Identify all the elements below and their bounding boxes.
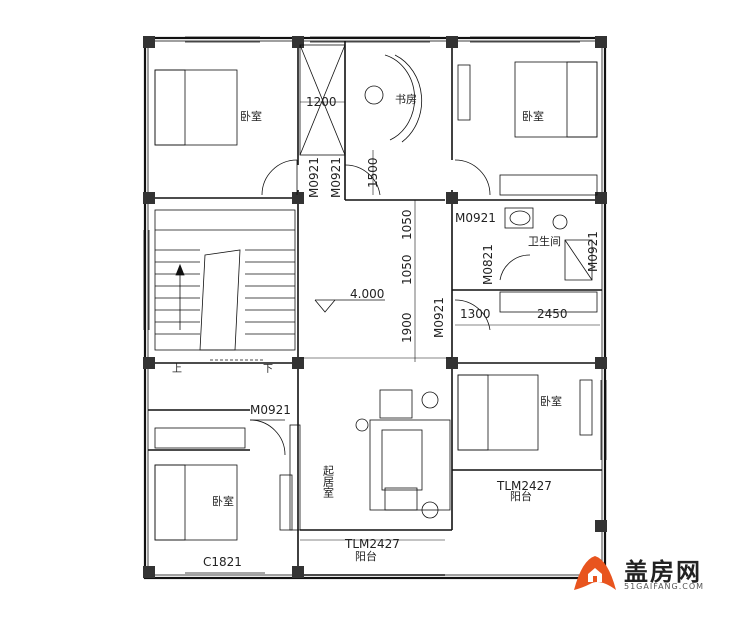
- window-code-c1821: C1821: [203, 555, 242, 569]
- dimension-1050-b: 1050: [400, 254, 414, 285]
- house-logo-icon: [574, 556, 616, 590]
- sofa-set: [289, 389, 451, 531]
- door-code-m0821: M0821: [481, 244, 495, 285]
- stair-label-down: 下: [263, 364, 273, 375]
- elevation-marker: [314, 299, 385, 313]
- room-label-balcony-s: 阳台: [355, 549, 377, 563]
- dimension-2450: 2450: [537, 307, 568, 321]
- dimension-1200: 1200: [306, 95, 337, 109]
- elevation-label: 4.000: [350, 287, 384, 301]
- windows: [143, 36, 607, 579]
- door-code-tlm2427-e: TLM2427: [496, 479, 552, 493]
- room-label-bathroom: 卫生间: [528, 234, 561, 248]
- door-code-m0921-d: M0921: [432, 297, 446, 338]
- door-code-tlm2427-s: TLM2427: [344, 537, 400, 551]
- door-code-m0921-f: M0921: [586, 231, 600, 272]
- door-code-m0921-e: M0921: [250, 403, 291, 417]
- staircase: [154, 209, 296, 361]
- beds: [154, 61, 598, 541]
- columns: [143, 36, 607, 578]
- room-label-living: 起居室: [322, 465, 335, 498]
- interior-walls: [148, 41, 602, 576]
- site-logo: 盖房网 51GAIFANG.COM: [562, 546, 722, 598]
- stair-label-up: 上: [172, 363, 182, 375]
- door-code-m0921-b: M0921: [329, 157, 343, 198]
- dimension-1500: 1500: [366, 157, 380, 188]
- door-code-m0921-c: M0921: [455, 211, 496, 225]
- bathroom-fixtures: [504, 207, 593, 281]
- room-label-bedroom-ne: 卧室: [522, 109, 544, 123]
- study-desk: [364, 54, 423, 143]
- room-label-balcony-e: 阳台: [510, 489, 532, 503]
- room-label-bedroom-sw: 卧室: [212, 494, 234, 508]
- logo-brand-text: 盖房网: [624, 558, 702, 586]
- wardrobes: [154, 44, 598, 531]
- dimension-lines: [300, 101, 600, 541]
- dimension-1050-a: 1050: [400, 209, 414, 240]
- dimension-1900: 1900: [400, 312, 414, 343]
- dimension-1300: 1300: [460, 307, 491, 321]
- room-label-bedroom-e: 卧室: [540, 394, 562, 408]
- door-code-m0921-a: M0921: [307, 157, 321, 198]
- logo-site-text: 51GAIFANG.COM: [624, 582, 705, 591]
- room-label-study: 书房: [395, 93, 417, 106]
- room-label-bedroom-nw: 卧室: [240, 109, 262, 123]
